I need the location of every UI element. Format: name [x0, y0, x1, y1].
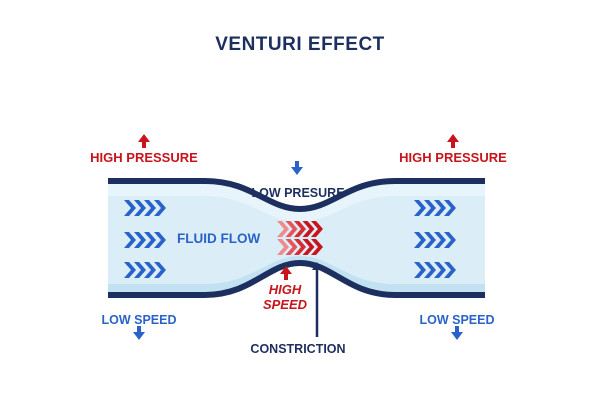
chevron-right-icon	[144, 200, 156, 216]
chevron-right-icon	[277, 239, 289, 255]
chevron-right-icon	[285, 221, 298, 237]
pipe-wall-bottom	[108, 259, 485, 298]
arrow-up-icon	[280, 266, 292, 280]
high-pressure-left-label: HIGH PRESSURE	[90, 150, 198, 165]
page-title: VENTURI EFFECT	[215, 34, 385, 55]
chevron-right-icon	[434, 262, 446, 278]
chevron-right-icon	[414, 200, 426, 216]
low-speed-right-label: LOW SPEED	[419, 313, 494, 327]
chevron-right-icon	[154, 262, 166, 278]
chevron-right-icon	[424, 200, 436, 216]
chevron-right-icon	[124, 262, 136, 278]
flow-arrows-right	[414, 200, 456, 278]
chevron-right-icon	[434, 200, 446, 216]
arrow-up-icon	[312, 262, 322, 270]
arrow-down-icon	[451, 326, 463, 340]
chevron-right-icon	[154, 200, 166, 216]
arrow-up-icon	[138, 134, 150, 148]
constriction-label: CONSTRICTION	[250, 342, 345, 356]
chevron-right-icon	[302, 221, 315, 237]
chevron-right-icon	[294, 221, 306, 237]
chevron-right-icon	[134, 232, 146, 248]
chevron-right-icon	[154, 232, 166, 248]
fluid-lower-band	[108, 256, 485, 295]
chevron-right-icon	[302, 239, 315, 255]
chevron-right-icon	[414, 232, 426, 248]
chevron-right-icon	[444, 262, 456, 278]
high-pressure-right-label: HIGH PRESSURE	[399, 150, 507, 165]
chevron-right-icon	[124, 200, 136, 216]
chevron-right-icon	[134, 262, 146, 278]
chevron-right-icon	[144, 262, 156, 278]
chevron-right-icon	[434, 232, 446, 248]
chevron-right-icon	[277, 221, 289, 237]
chevron-right-icon	[144, 232, 156, 248]
low-speed-left-label: LOW SPEED	[101, 313, 176, 327]
arrow-down-icon	[133, 326, 145, 340]
chevron-right-icon	[285, 239, 298, 255]
chevron-right-icon	[444, 200, 456, 216]
chevron-right-icon	[311, 221, 323, 237]
high-speed-label-line2: SPEED	[263, 297, 308, 312]
chevron-right-icon	[424, 262, 436, 278]
flow-arrows-center	[277, 221, 323, 255]
chevron-right-icon	[414, 262, 426, 278]
pipe-wall-top	[108, 178, 485, 213]
high-speed-label-line1: HIGH	[269, 282, 302, 297]
arrow-down-icon	[291, 161, 303, 175]
chevron-right-icon	[424, 232, 436, 248]
fluid-upper-band	[108, 181, 485, 222]
low-pressure-label: LOW PRESURE	[251, 186, 344, 200]
arrow-up-icon	[447, 134, 459, 148]
chevron-right-icon	[444, 232, 456, 248]
flow-arrows-left	[124, 200, 166, 278]
fluid-flow-label: FLUID FLOW	[177, 231, 260, 246]
chevron-right-icon	[294, 239, 306, 255]
chevron-right-icon	[134, 200, 146, 216]
fluid-body	[108, 181, 485, 295]
chevron-right-icon	[124, 232, 136, 248]
chevron-right-icon	[311, 239, 323, 255]
